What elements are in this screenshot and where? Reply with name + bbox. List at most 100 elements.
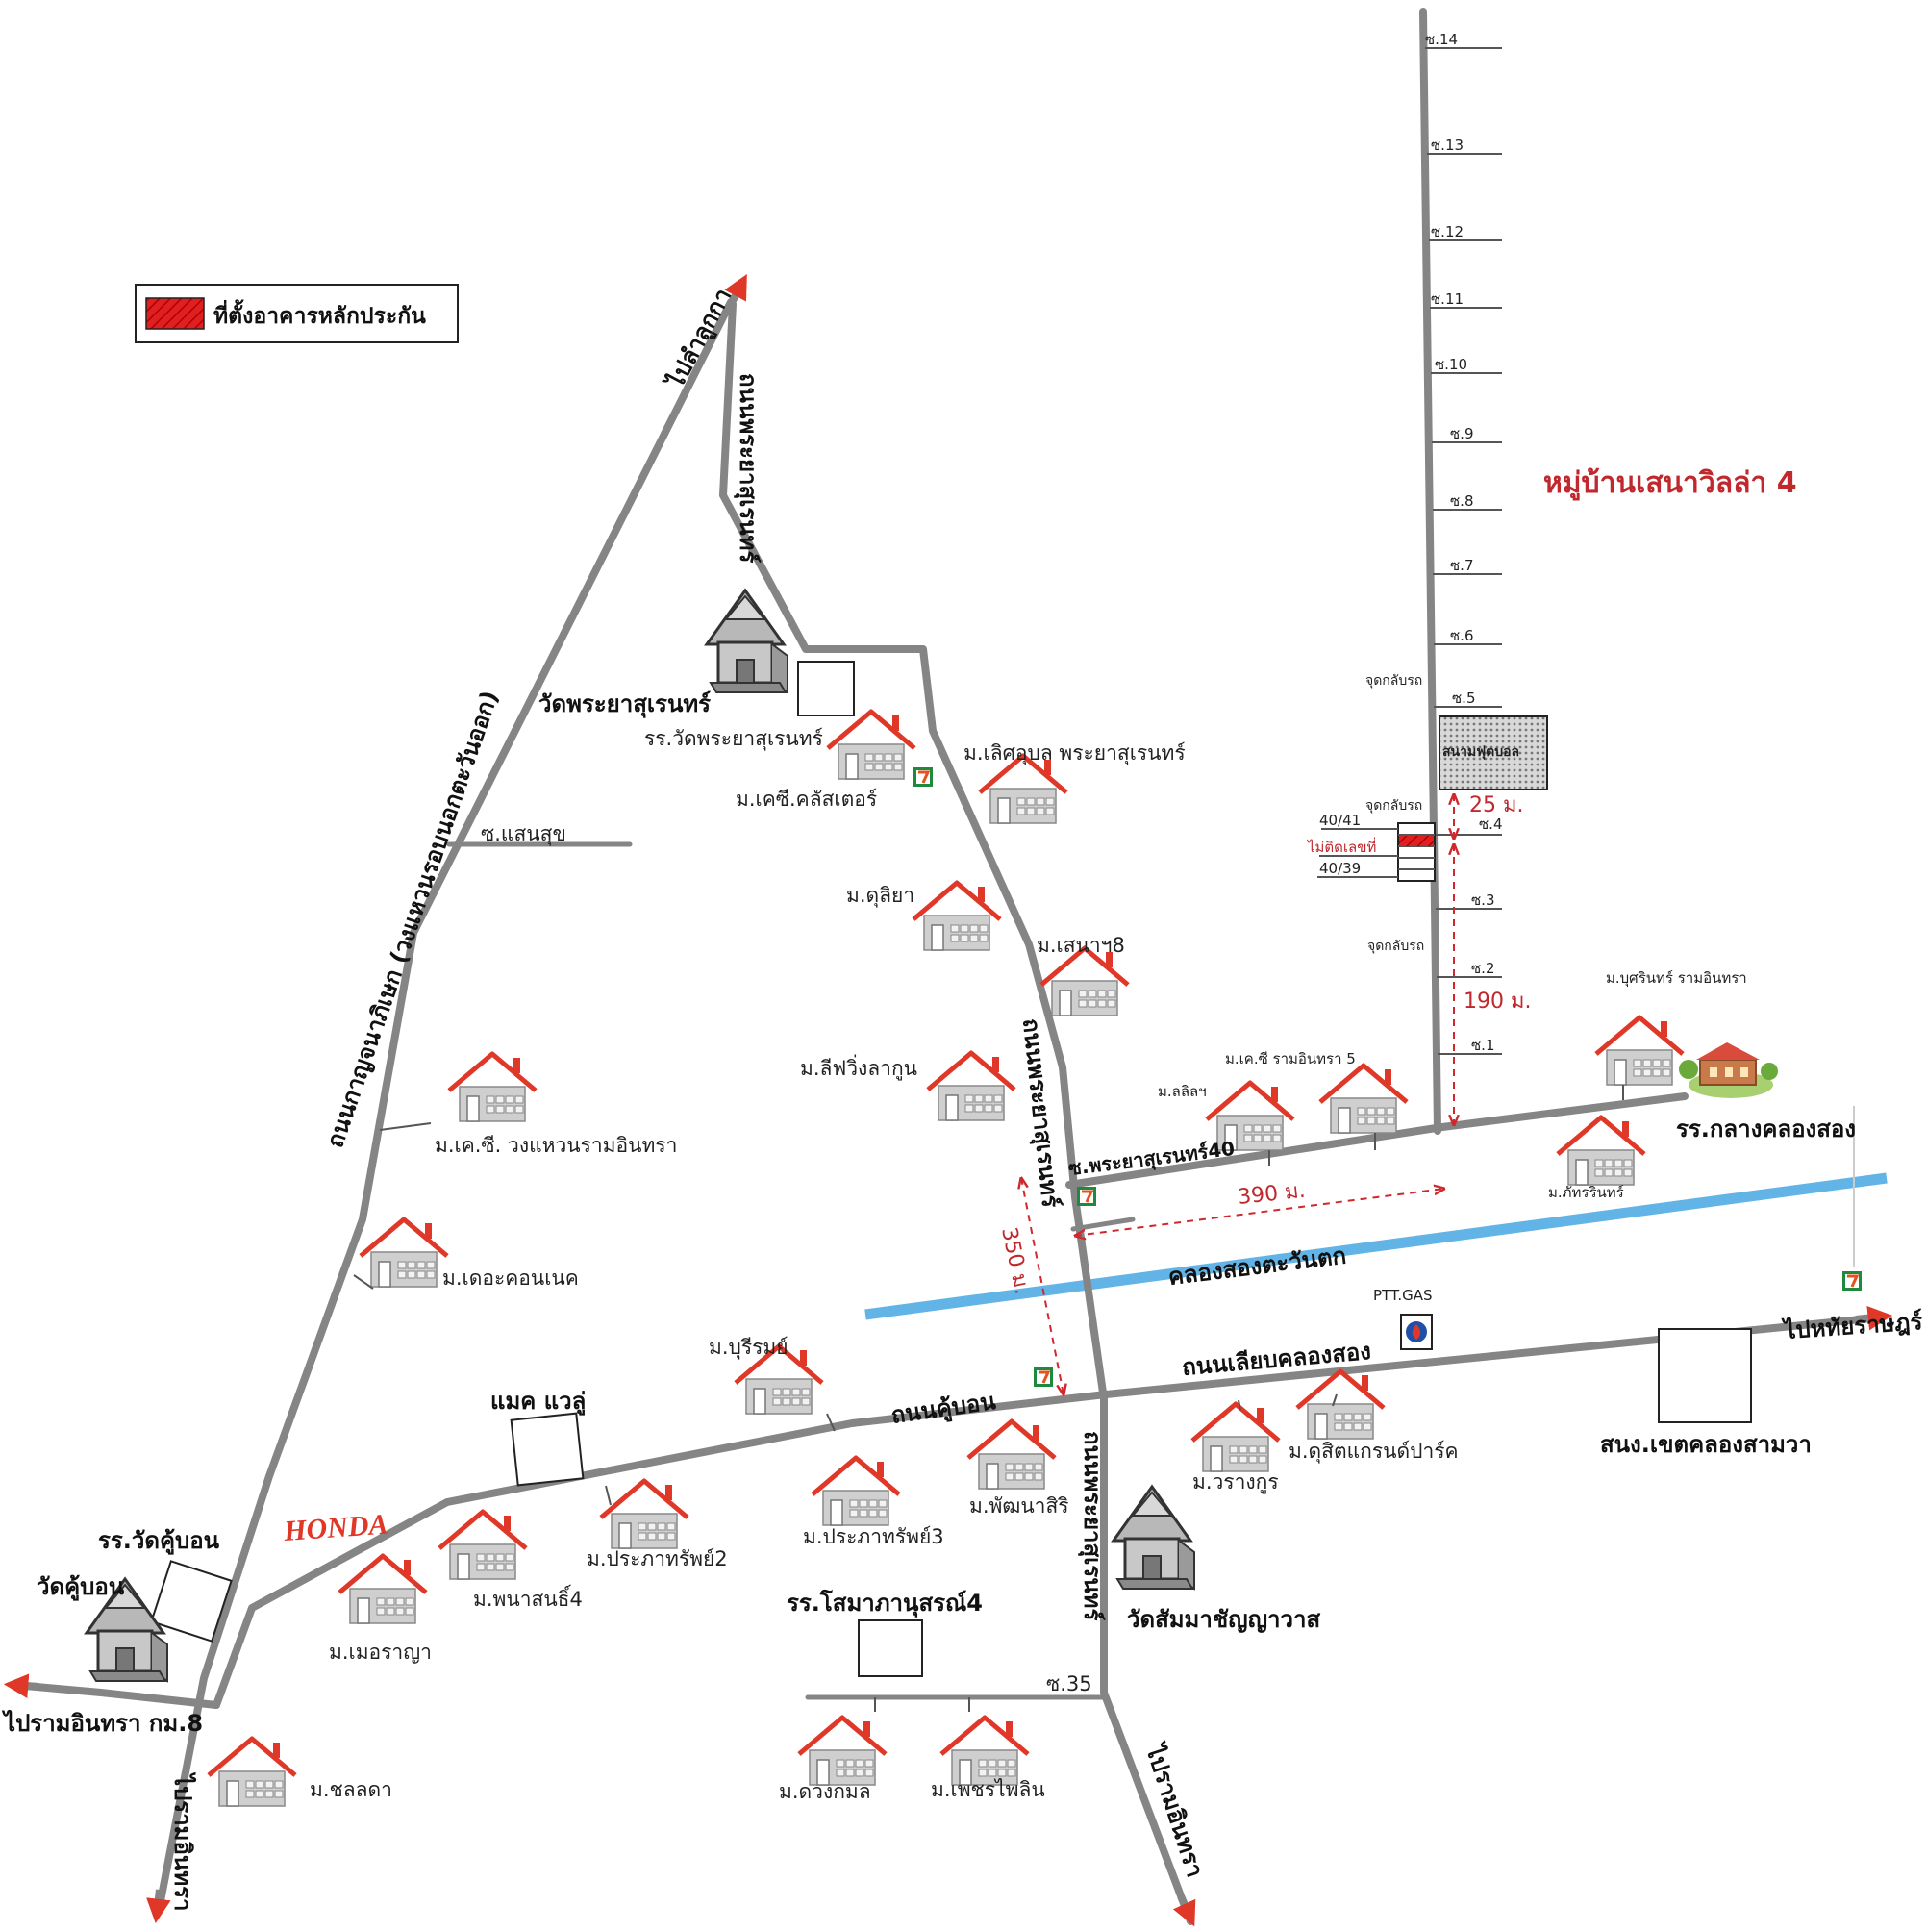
dim-390m-label: 390 ม. (1237, 1179, 1307, 1210)
seven-eleven-icon-1 (912, 765, 935, 789)
arrow-ramintra-km8 (3, 1673, 39, 1698)
village-kc-wongwaen-label: ม.เค.ซี. วงแหวนรามอินทรา (435, 1134, 677, 1157)
road-phraya-main (1059, 1064, 1194, 1925)
soi-13-label: ซ.13 (1431, 137, 1464, 154)
dim-25m-label: 25 ม. (1469, 793, 1523, 817)
house-connect (361, 1219, 447, 1287)
seven-eleven-icon-2 (1075, 1185, 1098, 1208)
plot-house-unnumbered: ไม่ติดเลขที่ (1307, 837, 1376, 856)
village-kc-ram5-label: ม.เค.ซี รามอินทรา 5 (1225, 1050, 1356, 1067)
dim-350m-label: 350 ม. (996, 1225, 1034, 1296)
arrow-ramintra-left (146, 1889, 171, 1924)
village-connect-label: ม.เดอะคอนเนค (442, 1267, 579, 1290)
house-warangkun (1192, 1404, 1279, 1471)
soi-12-label: ซ.12 (1431, 223, 1464, 240)
soi-saensuk-label: ซ.แสนสุข (481, 822, 566, 846)
school-somapa-label: รร.โสมาภานุสรณ์4 (787, 1589, 983, 1618)
school-somapa-box (858, 1619, 923, 1677)
wat-phraya-temple (705, 589, 789, 694)
soi-10-label: ซ.10 (1435, 356, 1467, 373)
house-prapasap2 (601, 1481, 688, 1548)
house-phatthana (968, 1421, 1055, 1489)
village-warangkun-label: ม.วรางกูร (1192, 1470, 1279, 1494)
village-phatthana-label: ม.พัฒนาสิริ (969, 1494, 1069, 1518)
canal-label: คลองสองตะวันตก (1166, 1242, 1347, 1290)
soi-5-label: ซ.5 (1452, 690, 1476, 707)
seven-eleven-icon-3 (1032, 1366, 1055, 1389)
village-prapasap2-label: ม.ประภาทรัพย์2 (587, 1547, 728, 1570)
house-phetphailin (941, 1718, 1028, 1785)
school-khubon-box (150, 1560, 233, 1643)
road-khubon (213, 1314, 1884, 1709)
village-buschrin-label: ม.บุศรินทร์ รามอินทรา (1606, 969, 1747, 988)
makro-label: แมค แวลู่ (490, 1388, 586, 1416)
village-sena8-label: ม.เสนาฯ8 (1037, 934, 1125, 957)
arrow-ramintra-right (1172, 1894, 1196, 1927)
house-phanason4 (439, 1512, 526, 1579)
wat-phraya-plot (797, 661, 855, 716)
soi-7-label: ซ.7 (1450, 557, 1474, 574)
village-lalila-label: ม.ลลิลฯ (1158, 1083, 1207, 1100)
wat-phraya-label: วัดพระยาสุเรนทร์ (538, 690, 711, 719)
house-kc-wongwaen (449, 1054, 536, 1121)
soi-8-label: ซ.8 (1450, 492, 1474, 510)
village-life-lagoon-label: ม.ลีฟวิ่งลากูน (800, 1054, 917, 1081)
plot-house-4041: 40/41 (1319, 812, 1361, 829)
uturn-label-2: จุดกลับรถ (1365, 798, 1422, 814)
football-field-label: สนามฟุตบอล (1442, 744, 1519, 760)
collateral-building-marker (1399, 836, 1434, 846)
honda-logo: HONDA (282, 1509, 388, 1548)
direction-ramintra-km8: ไปรามอินทรา กม.8 (1, 1709, 203, 1737)
soi-3-label: ซ.3 (1471, 891, 1495, 909)
soi-11-label: ซ.11 (1431, 290, 1464, 308)
direction-ramintra-left: ไปรามอินทรา (169, 1771, 197, 1912)
wat-samman-label: วัดสัมมาชัญญาวาส (1127, 1606, 1320, 1633)
legend-swatch (145, 297, 205, 330)
house-life-lagoon (928, 1053, 1014, 1120)
road-khubon-label: ถนนคู้บอน (889, 1388, 998, 1430)
village-duangkamon-label: ม.ดวงกมล (779, 1780, 871, 1803)
uturn-label-1: จุดกลับรถ (1365, 673, 1422, 689)
house-connectors (353, 1085, 1624, 1712)
road-kanchana-label: ถนนกาญจนาภิเษก (วงแหวนรอบนอกตะวันออก) (321, 688, 503, 1151)
legend-label: ที่ตั้งอาคารหลักประกัน (213, 299, 426, 329)
plot-block (1317, 822, 1436, 882)
house-mayura (339, 1556, 426, 1623)
soi-14-label: ซ.14 (1425, 31, 1458, 48)
road-sena-villa (1419, 8, 1441, 1135)
wat-samman-temple (1112, 1485, 1196, 1591)
soi-9-label: ซ.9 (1450, 425, 1474, 442)
soi-4-label: ซ.4 (1479, 815, 1503, 833)
house-prapasap3 (813, 1458, 899, 1525)
road-phraya-upper-label: ถนนพระยาสุเรนทร์ (733, 373, 762, 563)
soi-35-label: ซ.35 (1046, 1672, 1092, 1695)
house-buschrin (1596, 1017, 1683, 1085)
village-phatrin-label: ม.ภัทรรินทร์ (1548, 1184, 1624, 1201)
village-chonlada-label: ม.ชลลดา (310, 1778, 392, 1801)
village-dulia-label: ม.ดุลิยา (846, 884, 914, 908)
police-box (1658, 1328, 1752, 1423)
soi-6-label: ซ.6 (1450, 627, 1474, 644)
soi-1-label: ซ.1 (1471, 1037, 1495, 1054)
road-to-ramintra-km8 (11, 1681, 220, 1709)
road-phraya-upper (719, 300, 1066, 1071)
wat-khubon-label: วัดคู้บอน (37, 1573, 125, 1601)
village-phetphailin-label: ม.เพชรไพลิน (931, 1778, 1045, 1801)
school-klang-label: รร.กลางคลองสอง (1676, 1116, 1856, 1142)
direction-hathai: ไปหทัยราษฎร์ (1780, 1307, 1923, 1344)
house-loet-udom (980, 756, 1066, 823)
plot-house-4039: 40/39 (1319, 860, 1361, 877)
house-duangkamon (799, 1718, 886, 1785)
ptt-label: PTT.GAS (1373, 1287, 1433, 1304)
school-klang-icon (1679, 1042, 1778, 1098)
makro-box (510, 1412, 585, 1487)
village-dusit-label: ม.ดุสิตแกรนด์ปาร์ค (1289, 1440, 1459, 1464)
village-prapasap3-label: ม.ประภาทรัพย์3 (803, 1525, 944, 1548)
legend: ที่ตั้งอาคารหลักประกัน (135, 284, 459, 343)
village-kc-cluster-label: ม.เคซี.คลัสเตอร์ (736, 788, 877, 811)
village-buriram-label: ม.บุรีรมย์ (709, 1336, 788, 1360)
house-dulia (913, 883, 1000, 950)
house-sena8 (1041, 948, 1128, 1016)
house-dusit (1297, 1371, 1384, 1439)
